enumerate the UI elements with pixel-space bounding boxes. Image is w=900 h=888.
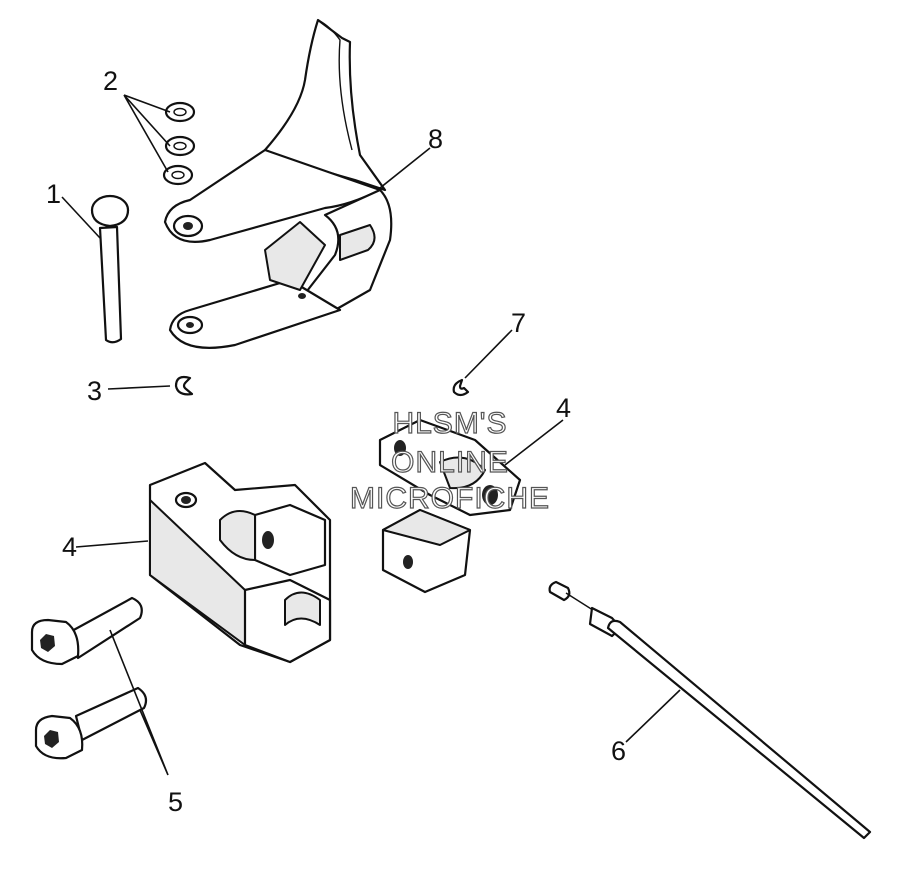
part-5-socket-bolts — [30, 596, 148, 760]
callout-6: 6 — [611, 736, 626, 766]
callout-4-left: 4 — [62, 532, 77, 562]
callout-1: 1 — [46, 179, 61, 209]
part-1-clevis-pin — [90, 194, 130, 344]
callout-labels: 1 2 3 4 4 5 6 7 8 — [46, 66, 626, 817]
callout-2: 2 — [103, 66, 118, 96]
part-4-clamp-block-left — [148, 461, 332, 664]
callout-8: 8 — [428, 124, 443, 154]
leader-lines — [61, 94, 681, 776]
callout-7: 7 — [511, 308, 526, 338]
watermark-line-2: ONLINE — [391, 446, 509, 479]
watermark-line-1: HLSM'S — [392, 407, 507, 440]
part-3-e-clip — [174, 375, 194, 396]
part-4-clamp-block-right — [378, 418, 522, 594]
part-8-yoke-bracket — [163, 18, 393, 349]
watermark-line-3: MICROFICHE — [350, 482, 550, 515]
watermark: HLSM'S ONLINE MICROFICHE — [349, 406, 550, 515]
part-2-washers — [162, 101, 196, 186]
part-6-cable — [548, 580, 872, 840]
part-7-small-clip — [452, 378, 470, 397]
callout-4-right: 4 — [556, 393, 571, 423]
callout-5: 5 — [168, 787, 183, 817]
callout-3: 3 — [87, 376, 102, 406]
